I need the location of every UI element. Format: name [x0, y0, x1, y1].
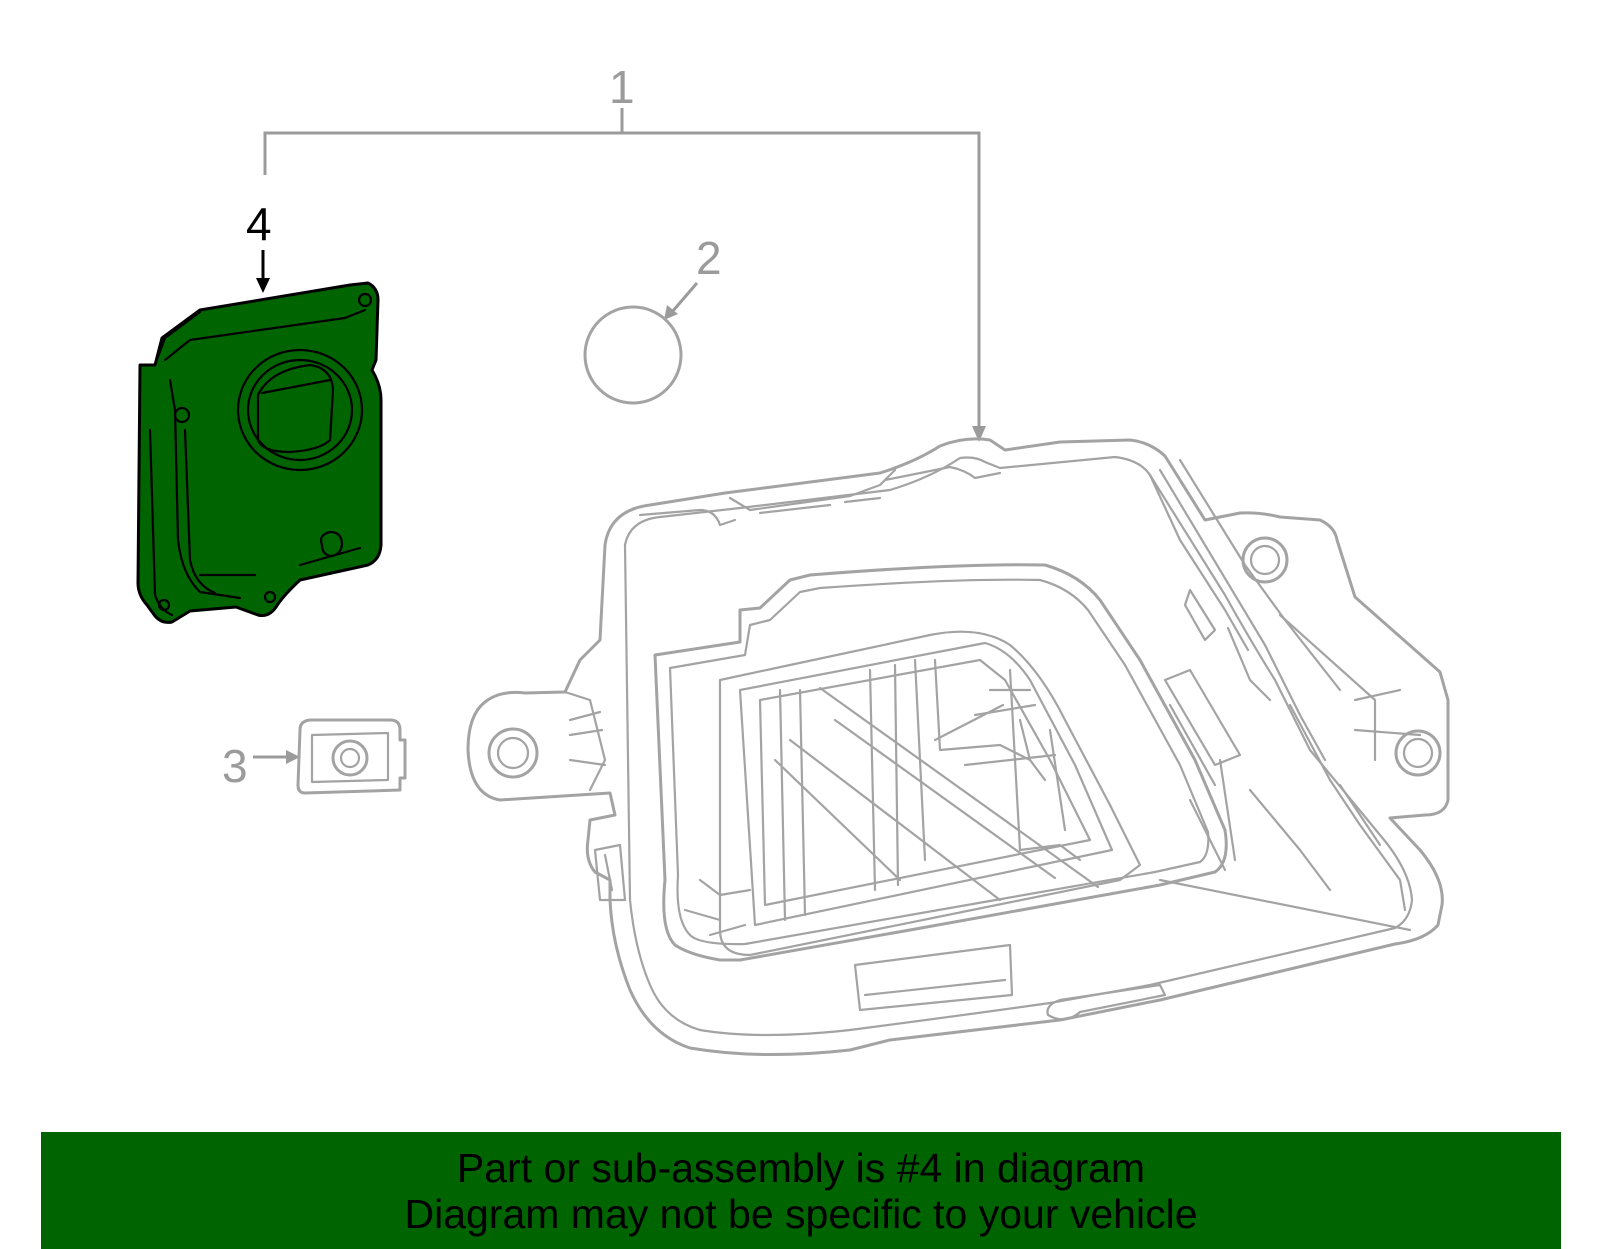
callout-3-label[interactable]: 3: [222, 740, 248, 792]
part-1-headlamp-assembly[interactable]: [466, 437, 1450, 1057]
callout-1-leader: [263, 108, 986, 442]
part-3-bracket[interactable]: [296, 718, 407, 795]
callout-3-arrow: [253, 750, 300, 764]
banner-line-2: Diagram may not be specific to your vehi…: [404, 1190, 1198, 1237]
callout-4-arrow: [256, 250, 270, 293]
callout-1-label[interactable]: 1: [609, 61, 635, 113]
banner-line-1: Part or sub-assembly is #4 in diagram: [456, 1144, 1146, 1191]
callout-4-label[interactable]: 4: [246, 198, 272, 250]
info-banner: Part or sub-assembly is #4 in diagram Di…: [41, 1132, 1561, 1249]
callout-2-label[interactable]: 2: [696, 232, 722, 284]
callout-2-arrow: [664, 282, 699, 320]
part-2-cap[interactable]: [583, 305, 683, 405]
part-4-module[interactable]: [136, 281, 383, 624]
